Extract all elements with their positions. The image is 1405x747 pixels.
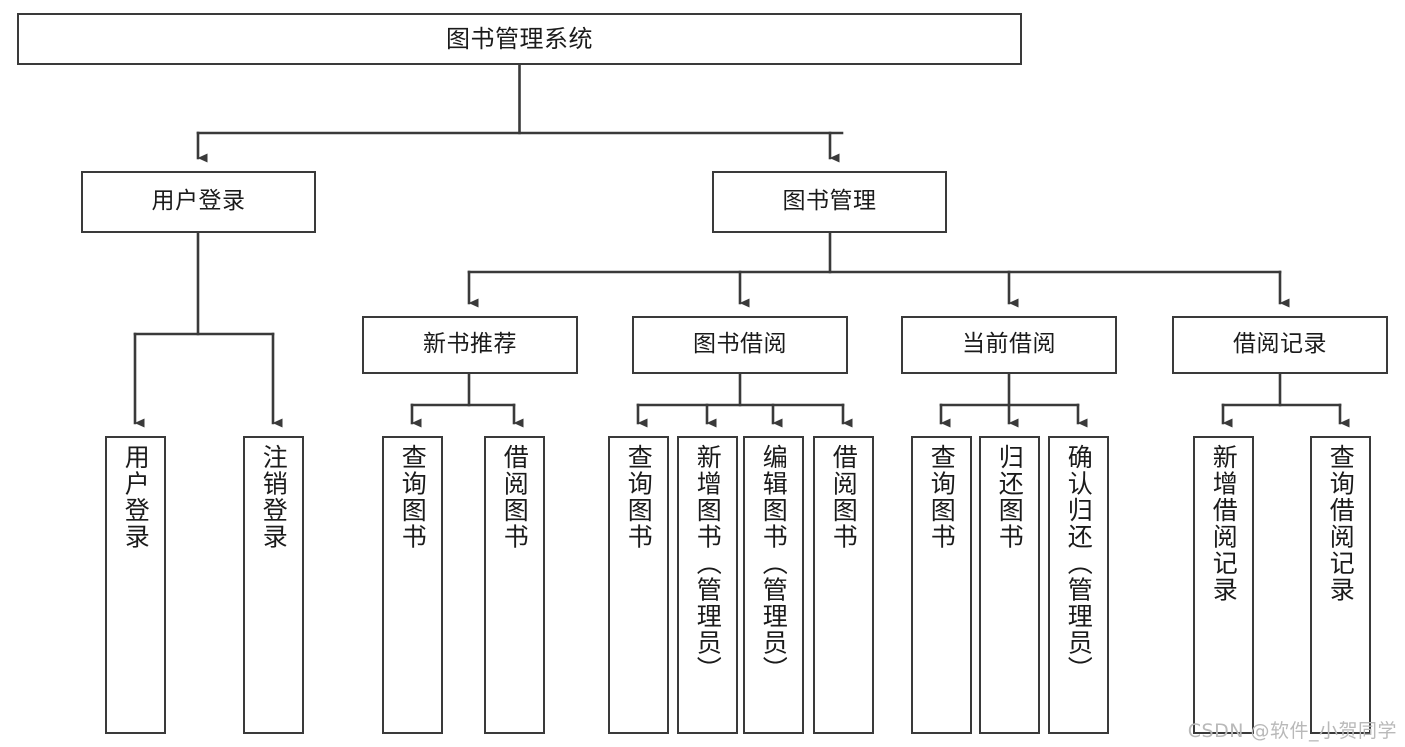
node-leaf-confirm-return-admin[interactable]: 确认归还（管理员） [1048,436,1109,734]
node-label: 查询图书 [927,444,957,550]
node-user-login[interactable]: 用户登录 [81,171,316,233]
node-borrow-record[interactable]: 借阅记录 [1172,316,1388,374]
node-label: 查询借阅记录 [1326,444,1356,603]
node-current-borrow[interactable]: 当前借阅 [901,316,1117,374]
node-label: 当前借阅 [962,331,1056,358]
node-new-book-recommendation[interactable]: 新书推荐 [362,316,578,374]
node-leaf-add-borrow-record[interactable]: 新增借阅记录 [1193,436,1254,734]
node-leaf-return-book[interactable]: 归还图书 [979,436,1040,734]
node-leaf-query-book-borrow[interactable]: 查询图书 [608,436,669,734]
node-leaf-query-borrow-record[interactable]: 查询借阅记录 [1310,436,1371,734]
node-label: 用户登录 [151,188,246,215]
node-book-borrow[interactable]: 图书借阅 [632,316,848,374]
node-label: 查询图书 [398,444,428,550]
node-label: 编辑图书（管理员） [759,444,789,683]
node-leaf-add-book-admin[interactable]: 新增图书（管理员） [677,436,738,734]
node-label: 图书借阅 [693,331,787,358]
node-leaf-query-book-current[interactable]: 查询图书 [911,436,972,734]
node-label: 新增图书（管理员） [693,444,723,683]
node-leaf-user-login[interactable]: 用户登录 [105,436,166,734]
node-leaf-borrow-book-recommend[interactable]: 借阅图书 [484,436,545,734]
node-root-book-management-system[interactable]: 图书管理系统 [17,13,1022,65]
node-leaf-logout[interactable]: 注销登录 [243,436,304,734]
node-leaf-query-book-recommend[interactable]: 查询图书 [382,436,443,734]
node-label: 确认归还（管理员） [1064,444,1094,683]
node-label: 归还图书 [995,444,1025,550]
node-label: 新增借阅记录 [1209,444,1239,603]
node-label: 注销登录 [259,444,289,550]
node-label: 借阅记录 [1233,331,1327,358]
node-book-management[interactable]: 图书管理 [712,171,947,233]
node-label: 借阅图书 [500,444,530,550]
node-label: 新书推荐 [423,331,517,358]
node-leaf-edit-book-admin[interactable]: 编辑图书（管理员） [743,436,804,734]
node-label: 图书管理 [782,188,877,215]
node-label: 查询图书 [624,444,654,550]
node-label: 用户登录 [121,444,151,550]
node-label: 借阅图书 [829,444,859,550]
node-leaf-borrow-book[interactable]: 借阅图书 [813,436,874,734]
node-label: 图书管理系统 [446,24,593,53]
